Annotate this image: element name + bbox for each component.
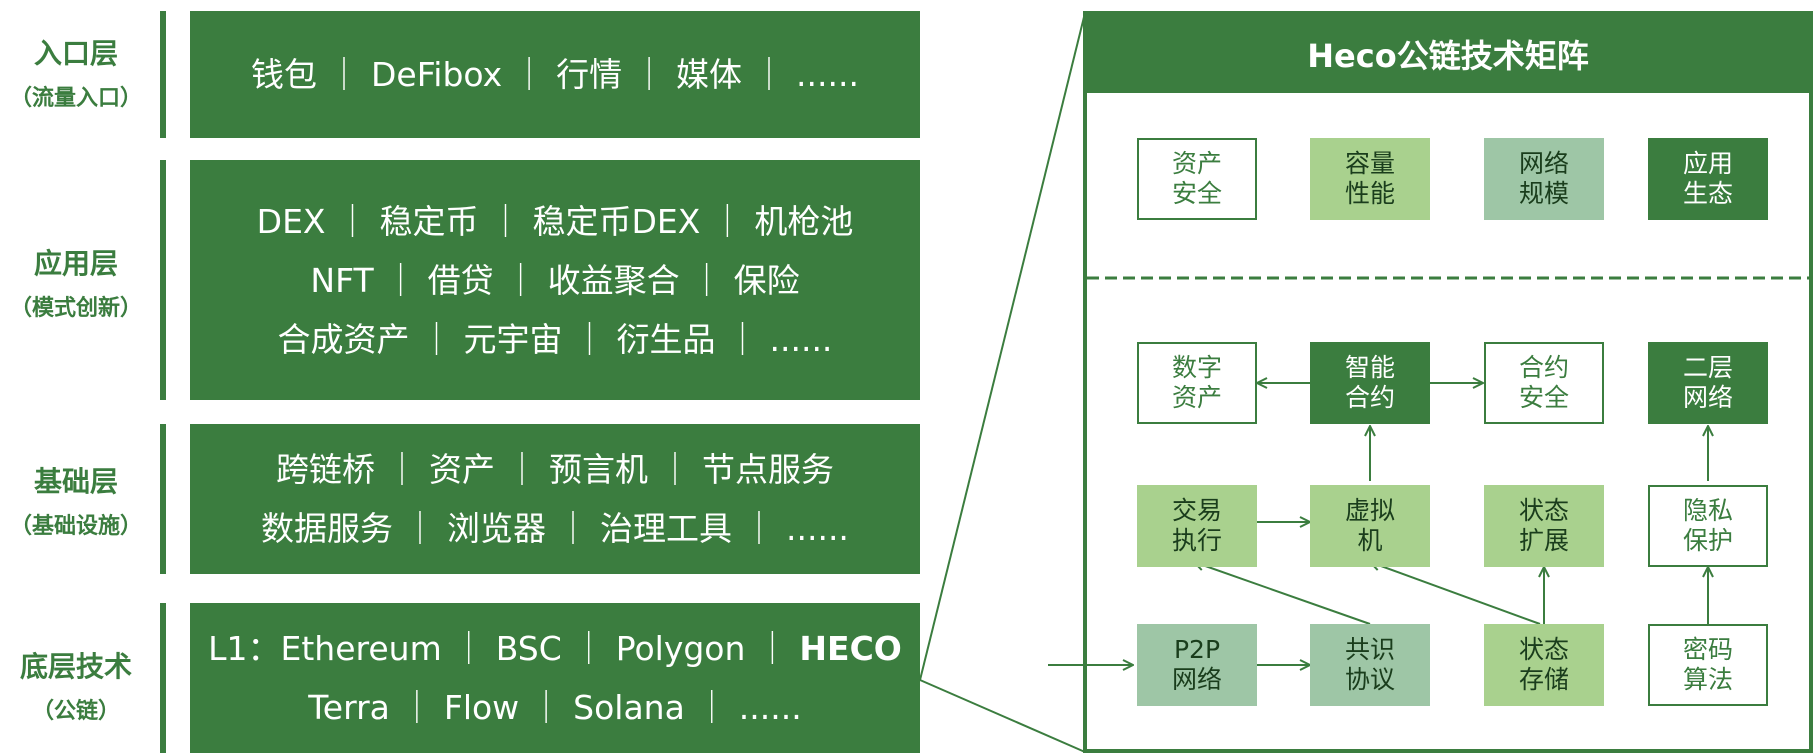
layer-line: NFT ｜ 借贷 ｜ 收益聚合 ｜ 保险 xyxy=(310,260,800,300)
layer-line: Terra ｜ Flow ｜ Solana ｜ ...... xyxy=(308,688,802,727)
node-label: 智能 xyxy=(1344,353,1395,382)
node-privacy-protection: 隐私 保护 xyxy=(1648,485,1768,567)
layer-divider xyxy=(160,11,166,138)
layer-divider xyxy=(160,424,166,574)
node-label: 状态 xyxy=(1518,635,1569,664)
layer-line: 跨链桥 ｜ 资产 ｜ 预言机 ｜ 节点服务 xyxy=(276,450,834,489)
zoom-line-top xyxy=(919,12,1086,681)
node-label: P2P xyxy=(1173,635,1221,664)
layer-title: 应用层 xyxy=(33,247,118,280)
node-label: 共识 xyxy=(1344,635,1395,664)
node-label: 二层 xyxy=(1682,353,1733,382)
node-label: 安全 xyxy=(1171,179,1222,208)
node-network-scale: 网络 规模 xyxy=(1484,138,1604,220)
node-label: 网络 xyxy=(1518,149,1569,178)
node-label: 应用 xyxy=(1682,149,1733,178)
layer-divider xyxy=(160,603,166,753)
node-virtual-machine: 虚拟 机 xyxy=(1310,485,1430,567)
layer-box-base: L1：Ethereum ｜ BSC ｜ Polygon ｜ HECO Terra… xyxy=(190,603,920,753)
node-label: 隐私 xyxy=(1682,496,1733,525)
node-asset-security: 资产 安全 xyxy=(1137,138,1257,220)
node-label: 保护 xyxy=(1682,526,1733,555)
layer-title: 基础层 xyxy=(33,465,118,498)
node-contract-security: 合约 安全 xyxy=(1484,342,1604,424)
layer-box-infrastructure: 跨链桥 ｜ 资产 ｜ 预言机 ｜ 节点服务 数据服务 ｜ 浏览器 ｜ 治理工具 … xyxy=(190,424,920,574)
blockchain-list: L1：Ethereum ｜ BSC ｜ Polygon ｜ xyxy=(208,629,789,668)
arrow-storage-vm xyxy=(1370,562,1541,625)
layer-divider xyxy=(160,160,166,400)
node-label: 交易 xyxy=(1171,496,1222,525)
node-label: 合约 xyxy=(1344,383,1395,412)
node-label: 存储 xyxy=(1518,665,1569,694)
zoom-line-bottom xyxy=(919,679,1086,753)
node-tx-execution: 交易 执行 xyxy=(1137,485,1257,567)
heco-highlight: HECO xyxy=(799,629,902,668)
layer-label-base: 底层技术 （公链） xyxy=(0,645,152,725)
layer-line: DEX ｜ 稳定币 ｜ 稳定币DEX ｜ 机枪池 xyxy=(256,201,854,241)
node-cryptography: 密码 算法 xyxy=(1648,624,1768,706)
matrix-title: Heco公链技术矩阵 xyxy=(1087,15,1809,93)
arrow-consensus-tx xyxy=(1194,562,1371,625)
node-p2p-network: P2P 网络 xyxy=(1137,624,1257,706)
node-capacity-performance: 容量 性能 xyxy=(1310,138,1430,220)
node-label: 执行 xyxy=(1171,526,1222,555)
node-label: 扩展 xyxy=(1518,526,1569,555)
node-state-storage: 状态 存储 xyxy=(1484,624,1604,706)
layer-label-infrastructure: 基础层 （基础设施） xyxy=(0,460,152,540)
node-label: 算法 xyxy=(1682,665,1733,694)
node-label: 机 xyxy=(1357,526,1383,555)
layer-box-application: DEX ｜ 稳定币 ｜ 稳定币DEX ｜ 机枪池 NFT ｜ 借贷 ｜ 收益聚合… xyxy=(190,160,920,400)
node-label: 虚拟 xyxy=(1344,496,1395,525)
layer-subtitle: （模式创新） xyxy=(9,296,142,321)
node-label: 协议 xyxy=(1344,665,1395,694)
node-label: 密码 xyxy=(1682,635,1733,664)
node-layer2-network: 二层 网络 xyxy=(1648,342,1768,424)
node-label: 容量 xyxy=(1344,149,1395,178)
layer-line: 钱包 ｜ DeFibox ｜ 行情 ｜ 媒体 ｜ ...... xyxy=(251,55,859,94)
node-label: 状态 xyxy=(1518,496,1569,525)
node-label: 安全 xyxy=(1518,383,1569,412)
node-app-ecosystem: 应用 生态 xyxy=(1648,138,1768,220)
node-smart-contract: 智能 合约 xyxy=(1310,342,1430,424)
node-label: 网络 xyxy=(1171,665,1222,694)
node-label: 性能 xyxy=(1344,179,1395,208)
layer-line: 数据服务 ｜ 浏览器 ｜ 治理工具 ｜ ...... xyxy=(261,509,849,548)
layer-box-entry: 钱包 ｜ DeFibox ｜ 行情 ｜ 媒体 ｜ ...... xyxy=(190,11,920,138)
node-label: 生态 xyxy=(1682,179,1733,208)
node-state-extension: 状态 扩展 xyxy=(1484,485,1604,567)
node-digital-assets: 数字 资产 xyxy=(1137,342,1257,424)
node-label: 合约 xyxy=(1518,353,1569,382)
layer-subtitle: （基础设施） xyxy=(9,514,142,539)
layer-subtitle: （流量入口） xyxy=(9,86,142,111)
layer-title: 底层技术 xyxy=(19,650,132,683)
node-label: 规模 xyxy=(1518,179,1569,208)
node-label: 网络 xyxy=(1682,383,1733,412)
layer-label-entry: 入口层 （流量入口） xyxy=(0,32,152,112)
layer-line: 合成资产 ｜ 元宇宙 ｜ 衍生品 ｜ ...... xyxy=(277,319,833,359)
node-consensus-protocol: 共识 协议 xyxy=(1310,624,1430,706)
layer-subtitle: （公链） xyxy=(31,699,120,724)
node-label: 资产 xyxy=(1171,383,1222,412)
layer-title: 入口层 xyxy=(33,37,118,70)
tech-matrix-panel: Heco公链技术矩阵 xyxy=(1083,11,1813,753)
layer-line: L1：Ethereum ｜ BSC ｜ Polygon ｜ HECO xyxy=(208,619,902,678)
node-label: 资产 xyxy=(1171,149,1222,178)
layer-label-application: 应用层 （模式创新） xyxy=(0,242,152,322)
node-label: 数字 xyxy=(1171,353,1222,382)
